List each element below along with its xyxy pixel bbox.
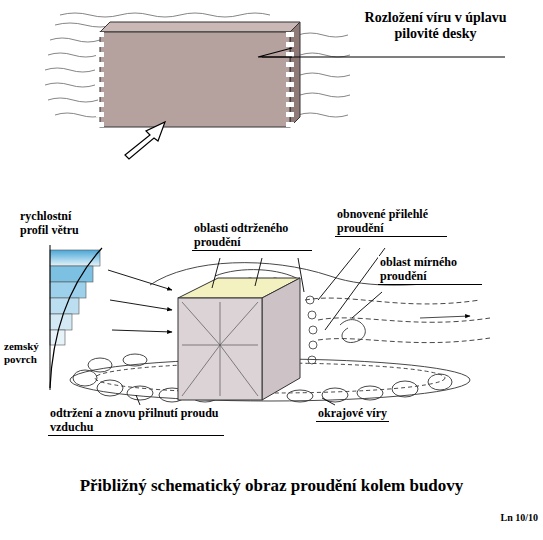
side-vortex xyxy=(308,311,316,319)
vortex-loop xyxy=(428,374,452,390)
plate-side xyxy=(290,22,300,127)
label-text: oblast mírného proudění xyxy=(378,256,482,285)
vortex-loop xyxy=(97,380,123,396)
side-vortex xyxy=(308,356,316,364)
surface-streamline xyxy=(220,302,221,345)
leader-line xyxy=(322,398,335,405)
surface-streamline xyxy=(220,345,258,396)
streak xyxy=(298,113,348,117)
vortex-loop xyxy=(357,386,383,400)
leader-line xyxy=(298,258,304,292)
surface-streamline xyxy=(182,302,220,345)
streak xyxy=(48,98,98,102)
side-vortex xyxy=(309,326,317,334)
label-text: Rozložení víru v úplavu pilovité desky xyxy=(348,10,523,42)
streak xyxy=(45,83,95,87)
velocity-profile xyxy=(50,245,102,390)
vortex-loop xyxy=(127,386,153,400)
streak xyxy=(300,93,350,97)
tooth-edge xyxy=(96,32,104,127)
leader-line xyxy=(212,258,220,288)
leader-line xyxy=(325,248,385,330)
building-wake xyxy=(305,298,490,343)
wind-arrow xyxy=(112,330,172,332)
wake-arrow xyxy=(420,316,470,318)
leader-line xyxy=(318,248,360,300)
callout-line xyxy=(262,56,505,57)
label-text: Ln 10/10 xyxy=(498,512,540,524)
callout-pointer xyxy=(258,48,292,57)
side-vortices xyxy=(306,296,317,364)
wind-arrow xyxy=(108,270,172,290)
streak xyxy=(300,73,350,77)
profile-curve xyxy=(50,248,102,388)
building-side xyxy=(262,278,300,400)
profile-axis xyxy=(50,245,51,390)
leader-line xyxy=(352,292,382,318)
vortex-loop xyxy=(73,370,97,386)
caption: Přibližný schematický obraz proudění kol… xyxy=(0,476,543,496)
vortex-loop xyxy=(392,381,418,397)
serrated-plate xyxy=(100,32,290,127)
building-front xyxy=(178,298,262,400)
vortex-loop xyxy=(88,358,112,372)
streak xyxy=(45,68,95,72)
streak xyxy=(48,53,98,57)
streak xyxy=(60,13,270,17)
surface-streamline xyxy=(220,302,258,345)
plate-teeth xyxy=(100,32,290,127)
surface-streamline xyxy=(220,345,258,346)
surface-streamline xyxy=(182,345,220,396)
leader-line xyxy=(136,395,140,405)
label-text: obnovené přilehlé proudění xyxy=(335,208,447,237)
flow-arrow xyxy=(125,122,165,159)
vortex-loop xyxy=(123,354,147,366)
vortex-loop xyxy=(287,390,313,402)
wake-line xyxy=(305,298,480,304)
surface-streamline xyxy=(220,345,221,396)
leader-lines xyxy=(136,248,385,405)
label-text: rychlostní profil větru xyxy=(18,210,100,238)
label-text: zemský povrch xyxy=(2,340,48,365)
profile-band xyxy=(50,266,93,282)
tooth-edge xyxy=(286,32,294,127)
plate-top xyxy=(100,22,300,32)
wind-arrows xyxy=(108,270,172,332)
profile-band xyxy=(50,282,86,298)
streak xyxy=(298,33,348,37)
surface-streamline xyxy=(182,345,220,346)
label-text: okrajové víry xyxy=(316,407,389,422)
wind-arrow xyxy=(110,300,172,310)
profile-band xyxy=(50,250,100,266)
label-text: oblasti odtrženého proudění xyxy=(192,222,312,251)
side-vortex xyxy=(309,341,317,349)
leader-line xyxy=(255,258,262,286)
stagnation-lines xyxy=(182,302,258,396)
label-text: odtržení a znovu přilnutí proudu vzduchu xyxy=(48,407,224,436)
streak xyxy=(50,38,100,42)
wake-eddy xyxy=(340,320,365,343)
